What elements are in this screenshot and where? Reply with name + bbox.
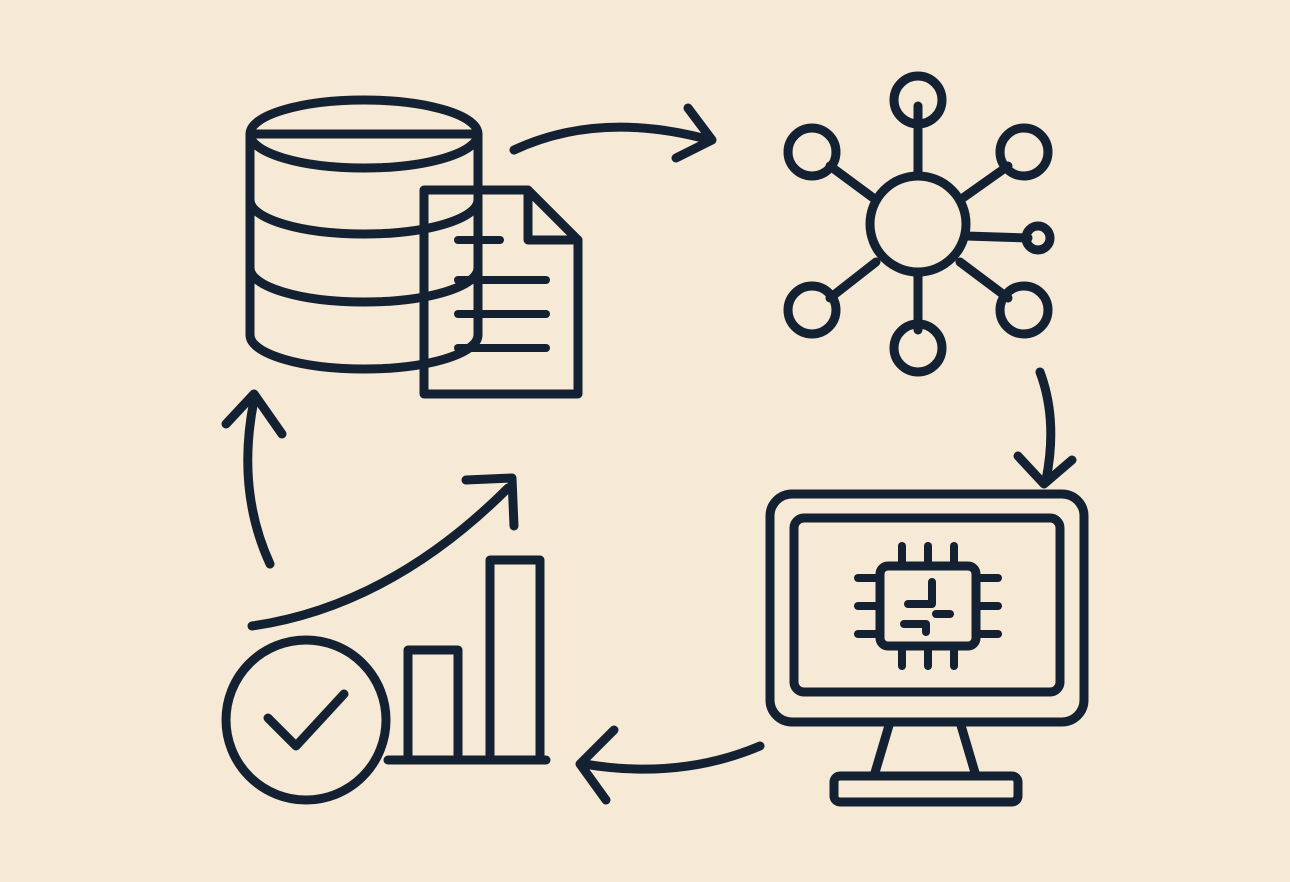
hub-center-node (865, 171, 971, 277)
network-node-small (1021, 221, 1055, 255)
network-hub-icon (783, 71, 1055, 377)
network-node (783, 281, 841, 339)
monitor-screen (789, 513, 1065, 697)
monitor-frame (765, 489, 1089, 727)
arrow-data-to-network (509, 103, 717, 163)
monitor-with-chip-icon (765, 489, 1089, 807)
bar-chart (403, 555, 545, 765)
network-node (783, 123, 841, 181)
arrow-results-to-data (221, 389, 287, 569)
network-node (889, 319, 947, 377)
trend-arrow-icon (247, 473, 519, 631)
chip-icon (854, 542, 1002, 670)
database-icon (245, 95, 483, 374)
bar-2 (485, 555, 545, 765)
network-node (995, 123, 1053, 181)
arrow-compute-to-results (575, 725, 765, 805)
check-badge-icon (221, 635, 391, 805)
checkmark-with-rising-bar-chart-icon (221, 473, 551, 805)
database-with-document-icon (245, 95, 583, 399)
network-node (889, 71, 947, 129)
monitor-stand (829, 717, 1023, 807)
network-node (995, 281, 1053, 339)
bar-1 (403, 645, 463, 765)
arrow-network-to-compute (1013, 367, 1077, 489)
document-icon (419, 185, 583, 399)
